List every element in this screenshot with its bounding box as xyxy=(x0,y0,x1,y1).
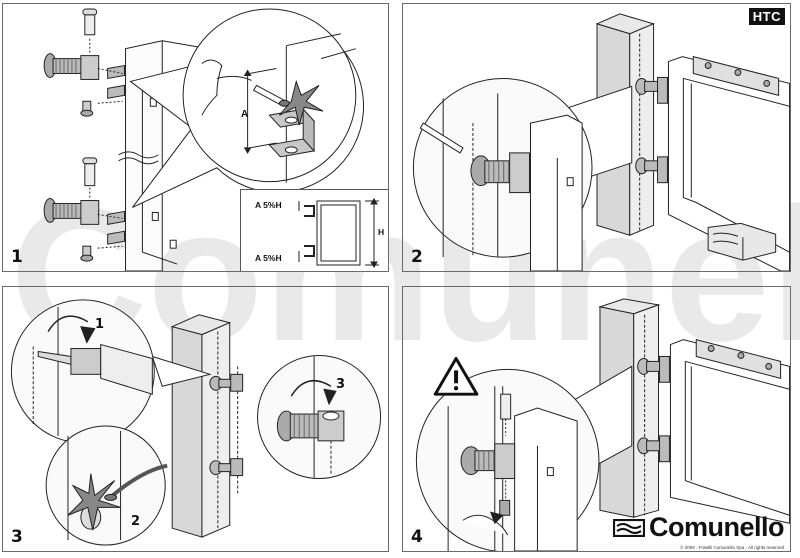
lower-hinge-assembly xyxy=(43,157,126,262)
gate-positioning-illustration xyxy=(412,13,790,271)
step-number: 1 xyxy=(11,247,23,267)
sub-step-3-label: 3 xyxy=(336,377,346,392)
top-spacing-label: A 5%H xyxy=(255,200,282,210)
post-hinges xyxy=(635,76,668,184)
sub-step-1-label: 1 xyxy=(95,317,105,332)
copyright-notice: © 2009 - Fratelli Comunello Spa - All ri… xyxy=(680,545,784,550)
step-panel-3: 1 2 3 3 xyxy=(2,286,389,552)
bracket-welding-illustration xyxy=(43,8,364,271)
weld-callout xyxy=(45,425,168,546)
product-badge: HTC xyxy=(748,8,785,25)
brand-logo: Comunello xyxy=(613,512,785,542)
height-label: H xyxy=(378,227,385,237)
magnifier-callout xyxy=(412,77,633,271)
upper-hinge-assembly xyxy=(43,8,126,117)
wooden-block xyxy=(707,222,777,261)
pin-insertion-illustration xyxy=(415,298,790,551)
gate-leaf xyxy=(667,55,790,271)
screw-callout xyxy=(257,354,382,480)
hinge-spacing-diagram: A 5%H A 5%H H xyxy=(240,189,388,271)
step-panel-2: HTC 2 xyxy=(402,3,791,272)
magnifier-callout xyxy=(415,365,633,551)
step-number: 4 xyxy=(411,527,423,547)
drill-weld-screw-illustration xyxy=(10,299,382,546)
spacing-diagram-art xyxy=(298,198,379,268)
magnifier-callout xyxy=(129,8,364,208)
bottom-spacing-label: A 5%H xyxy=(255,253,282,263)
dimension-label-a: A xyxy=(241,109,249,120)
gate-leaf xyxy=(669,338,790,524)
gate-post xyxy=(170,314,239,538)
post-hinges xyxy=(637,355,670,463)
step-number: 2 xyxy=(411,247,423,267)
step-number: 3 xyxy=(11,527,23,547)
step-panel-4: Comunello © 2009 - Fratelli Comunello Sp… xyxy=(402,286,791,552)
warning-triangle-icon xyxy=(433,356,479,396)
comunello-wave-icon xyxy=(613,518,645,537)
sub-step-2-label: 2 xyxy=(131,514,141,529)
brand-name: Comunello xyxy=(649,512,785,542)
step-panel-1: A A 5%H A 5%H H 1 xyxy=(2,3,389,272)
installed-hinge-bolts xyxy=(209,373,244,477)
drill-callout xyxy=(10,299,212,444)
